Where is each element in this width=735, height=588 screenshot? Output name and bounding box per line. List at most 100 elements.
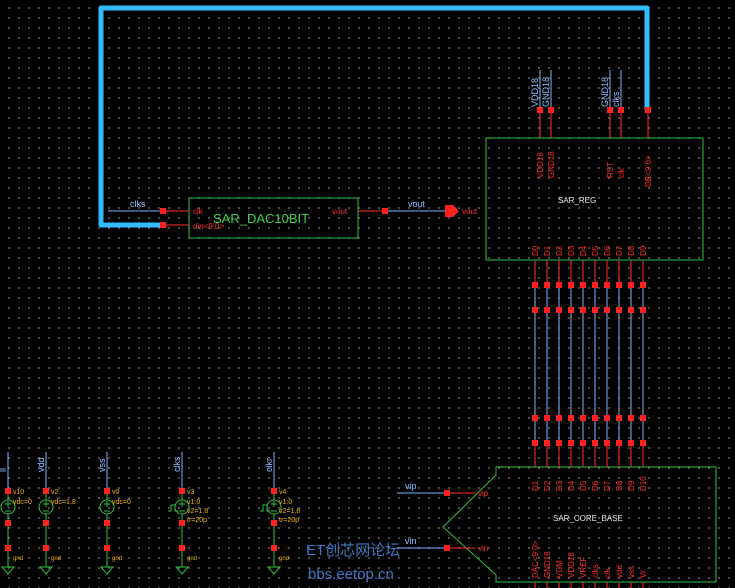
bus-upper-junction[interactable] <box>604 307 610 313</box>
bus-lower-junction[interactable] <box>532 415 538 421</box>
source-inst-name: v10 <box>13 489 24 496</box>
bus-upper-junction[interactable] <box>532 307 538 313</box>
source-bottom-pin[interactable] <box>5 520 11 526</box>
core-top-pin[interactable] <box>640 440 646 446</box>
sar-dac-instance[interactable]: clk din<9:0> SAR_DAC10BIT vout <box>160 197 388 239</box>
reg-top-pin[interactable] <box>618 107 624 113</box>
reg-bottom-pin-label: D3 <box>567 245 576 256</box>
reg-bottom-pin[interactable] <box>544 282 550 288</box>
core-top-pin[interactable] <box>544 440 550 446</box>
core-top-pin[interactable] <box>556 440 562 446</box>
bus-lower-junction[interactable] <box>640 415 646 421</box>
bus-upper-junction[interactable] <box>592 307 598 313</box>
core-top-pin[interactable] <box>532 440 538 446</box>
core-top-pin-label: D1 <box>531 480 540 491</box>
reg-bottom-pin[interactable] <box>640 282 646 288</box>
reg-bottom-pin[interactable] <box>556 282 562 288</box>
bus-lower-junction[interactable] <box>544 415 550 421</box>
core-top-pin[interactable] <box>604 440 610 446</box>
bus-lower-junction[interactable] <box>568 415 574 421</box>
source-top-pin[interactable] <box>179 488 185 494</box>
reg-bottom-pin[interactable] <box>628 282 634 288</box>
bus-upper-junction[interactable] <box>640 307 646 313</box>
reg-top-pin[interactable] <box>607 107 613 113</box>
bus-lower-junction[interactable] <box>604 415 610 421</box>
bus-upper-junction[interactable] <box>556 307 562 313</box>
bus-lower-junction[interactable] <box>580 415 586 421</box>
bus-lower-junction[interactable] <box>628 415 634 421</box>
core-vip-pin-label: vip <box>478 489 489 498</box>
source-gnd-label: gnd <box>187 556 197 562</box>
bus-upper-junction[interactable] <box>544 307 550 313</box>
reg-bottom-pin[interactable] <box>532 282 538 288</box>
core-vin-pin[interactable] <box>444 545 450 551</box>
source-top-pin[interactable] <box>43 488 49 494</box>
reg-top-net-label: clks <box>611 91 621 107</box>
reg-bottom-pin[interactable] <box>580 282 586 288</box>
source-bottom-pin[interactable] <box>43 520 49 526</box>
core-bottom-pin-label: vss <box>627 566 636 578</box>
source-top-pin[interactable] <box>104 488 110 494</box>
reg-top-pin[interactable] <box>548 107 554 113</box>
reg-top-net-label: VDD18 <box>530 78 540 107</box>
source-top-pin[interactable] <box>271 488 277 494</box>
source-gnd-pin[interactable] <box>43 545 49 551</box>
reg-bottom-pin[interactable] <box>616 282 622 288</box>
bus-lower-junction[interactable] <box>616 415 622 421</box>
vout-output-port[interactable] <box>445 205 459 217</box>
reg-top-pin[interactable] <box>537 107 543 113</box>
bus-upper-junction[interactable] <box>580 307 586 313</box>
core-top-pin-label: D5 <box>579 480 588 491</box>
bus-lower-junction[interactable] <box>592 415 598 421</box>
bus-upper-junction[interactable] <box>616 307 622 313</box>
core-vip-pin[interactable] <box>444 490 450 496</box>
source-gnd-label: gnd <box>112 556 122 562</box>
core-top-pin[interactable] <box>580 440 586 446</box>
core-top-pin[interactable] <box>568 440 574 446</box>
dac-vout-pin-label: vout <box>332 207 348 216</box>
dac-clk-pin[interactable] <box>160 208 166 214</box>
reg-bottom-pin[interactable] <box>592 282 598 288</box>
core-top-pin[interactable] <box>616 440 622 446</box>
reg-top-pin[interactable] <box>645 107 651 113</box>
bus-upper-junction[interactable] <box>568 307 574 313</box>
core-top-pin-label: D7 <box>603 480 612 491</box>
source-param: vdc=0 <box>112 499 131 506</box>
reg-bottom-pin-label: D7 <box>615 245 624 256</box>
source-gnd-pin[interactable] <box>271 545 277 551</box>
source-gnd-pin[interactable] <box>5 545 11 551</box>
core-bottom-pin-label: GND18 <box>543 551 552 578</box>
core-top-pin[interactable] <box>592 440 598 446</box>
reg-bottom-pin-label: D2 <box>555 245 564 256</box>
source-inst-name: v0 <box>112 489 120 496</box>
data-bus-wires[interactable] <box>532 288 646 440</box>
dac-vout-pin[interactable] <box>382 208 388 214</box>
dac-din-pin[interactable] <box>160 222 166 228</box>
reg-top-pin-label: clk <box>617 167 626 178</box>
source-gnd-pin[interactable] <box>104 545 110 551</box>
reg-bottom-pin[interactable] <box>604 282 610 288</box>
core-top-pin[interactable] <box>628 440 634 446</box>
reg-bottom-pin[interactable] <box>568 282 574 288</box>
source-top-pin[interactable] <box>5 488 11 494</box>
core-vin-pin-label: vin <box>478 544 488 553</box>
reg-top-pin-label: GND18 <box>547 151 556 178</box>
source-bottom-pin[interactable] <box>179 520 185 526</box>
core-top-pin-label: D9 <box>627 480 636 491</box>
source-bottom-pin[interactable] <box>104 520 110 526</box>
source-bottom-pin[interactable] <box>271 520 277 526</box>
source-net-label: ll <box>0 468 8 472</box>
source-gnd-pin[interactable] <box>179 545 185 551</box>
source-gnd-label: gnd <box>51 556 61 562</box>
bus-upper-junction[interactable] <box>628 307 634 313</box>
feedback-bus-wire[interactable] <box>98 5 650 228</box>
bus-lower-junction[interactable] <box>556 415 562 421</box>
